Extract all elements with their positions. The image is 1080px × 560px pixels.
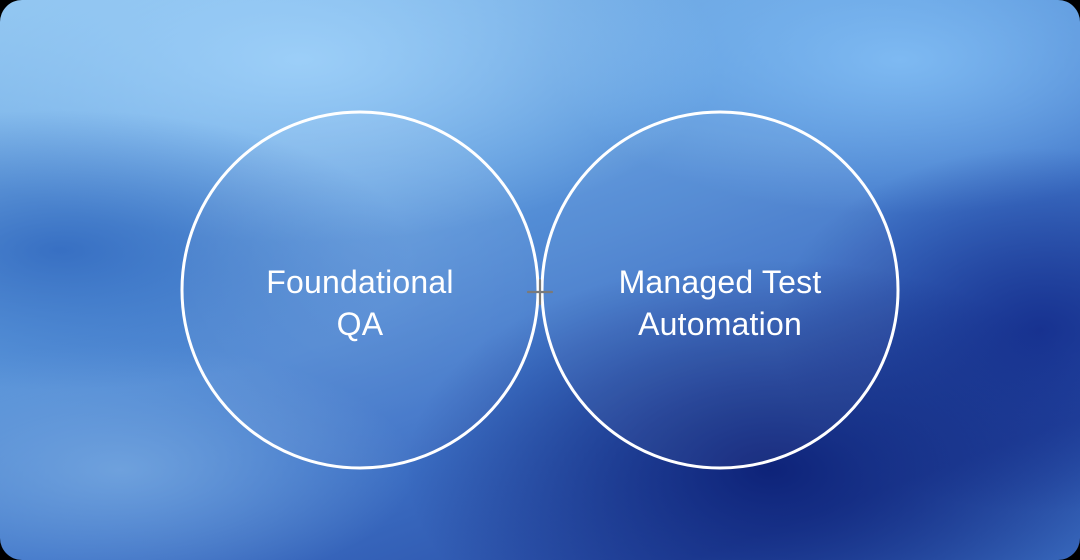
- right-set-label: Managed Test Automation: [618, 264, 822, 342]
- right-set-circle: [540, 110, 900, 470]
- plus-icon: [526, 278, 554, 306]
- left-set-label: Foundational QA: [266, 264, 454, 342]
- left-set-circle: [180, 110, 540, 470]
